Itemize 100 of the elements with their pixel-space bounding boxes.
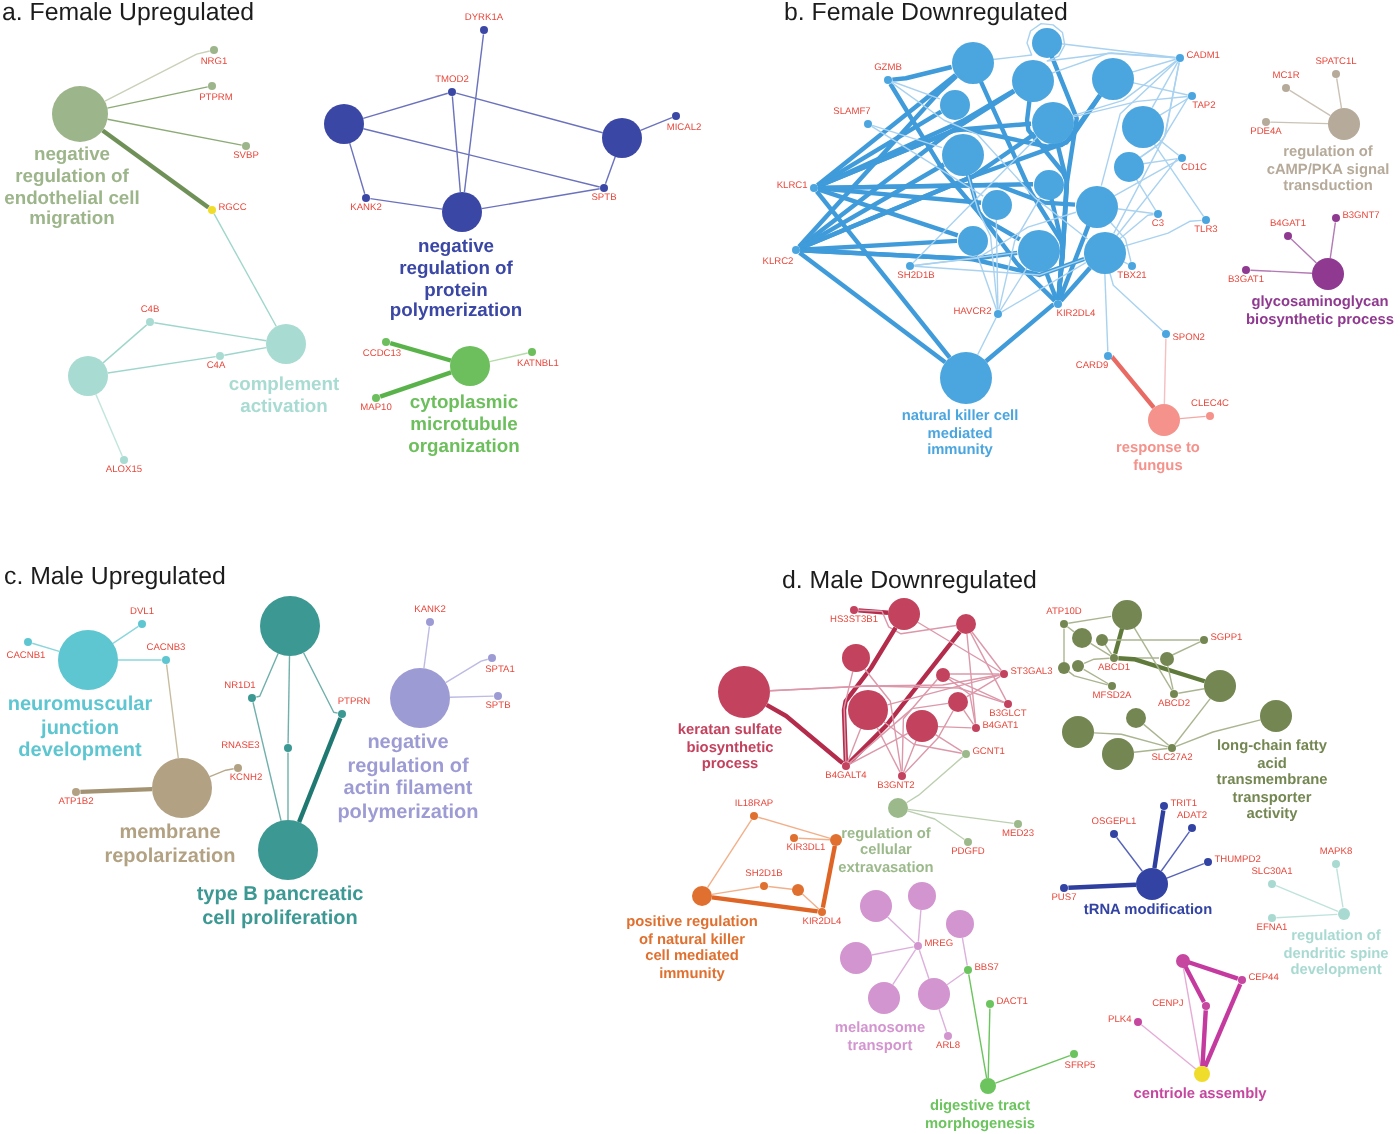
term-circle (860, 890, 892, 922)
edge-line (994, 1054, 1071, 1084)
term-circle (918, 978, 950, 1010)
term-circle (1072, 628, 1092, 648)
edge-line (1108, 271, 1164, 332)
edge-line (604, 156, 616, 185)
edge-line (1059, 266, 1092, 303)
edge-line (223, 346, 267, 356)
edge-line (1135, 178, 1157, 211)
edge-line (1163, 337, 1167, 405)
edge-line (1151, 61, 1179, 109)
edge-line (117, 659, 163, 661)
term-circle (935, 667, 949, 681)
edge-line (857, 609, 957, 635)
edge-line (818, 182, 1076, 207)
edge-line (104, 50, 211, 102)
term-circle (1031, 27, 1061, 57)
edge-line (904, 710, 954, 774)
edge-line (1067, 615, 1112, 624)
edge-line (1068, 882, 1137, 890)
edge-line (797, 74, 958, 249)
edge-line (1071, 95, 1189, 118)
edge-line (816, 73, 957, 187)
edge-line (451, 95, 462, 193)
term-circle (1113, 151, 1143, 181)
edge-line (976, 253, 998, 311)
panel-title: d. Male Downregulated (782, 568, 1037, 595)
edge-line (864, 668, 903, 773)
term-circle (941, 133, 983, 175)
edge-line (917, 909, 922, 943)
edge-line (947, 676, 1005, 703)
edge-line (711, 886, 761, 896)
term-circle (1033, 169, 1063, 199)
edge-line (816, 109, 943, 188)
edge-line (106, 86, 209, 109)
edge-line (1066, 626, 1075, 633)
edge-line (1100, 60, 1178, 187)
edge-line (1116, 158, 1179, 237)
term-circle (939, 89, 969, 119)
edge-line (1166, 862, 1205, 879)
term-circle (792, 884, 804, 896)
edge-line (901, 678, 939, 773)
edge-line (1139, 96, 1189, 158)
edge-line (938, 1008, 948, 1033)
edge-line (876, 727, 901, 773)
term-circle (840, 942, 872, 974)
edge-line (302, 652, 339, 714)
edge-line (1140, 1024, 1197, 1070)
edge-line (1269, 121, 1329, 125)
edge-line (841, 626, 898, 762)
edge-line (765, 702, 845, 765)
edge-line (1093, 732, 1169, 748)
term-circle (1058, 662, 1070, 674)
edge-line (800, 238, 958, 252)
edge-line (80, 786, 153, 795)
edge-line (1275, 885, 1339, 913)
edge-line (871, 125, 984, 197)
edge-line (871, 946, 915, 956)
edge-line (369, 197, 443, 210)
edge-line (934, 733, 963, 753)
term-label: complement activation (227, 374, 341, 418)
edge-line (362, 128, 601, 188)
edge-line (1336, 77, 1343, 109)
edge-line (1104, 644, 1113, 656)
edge-line (1113, 627, 1125, 655)
edge-line (891, 80, 941, 100)
edge-line (1104, 272, 1109, 353)
term-circle (956, 614, 976, 634)
edge-line (918, 949, 930, 980)
edge-line (362, 92, 449, 119)
edge-line (1089, 642, 1111, 657)
edge-line (1071, 59, 1178, 117)
edge-line (797, 837, 831, 841)
edge-line (107, 355, 217, 374)
edge-line (913, 251, 1018, 267)
term-circle (842, 644, 870, 672)
edge-line (711, 895, 818, 914)
term-circle (908, 882, 936, 910)
edge-line (1166, 664, 1174, 691)
edge-line (1131, 81, 1189, 96)
term-label: negative regulation of endothelial cell migration (3, 144, 141, 231)
edge-line (639, 116, 673, 132)
edge-line (1171, 641, 1201, 656)
edge-line (95, 393, 123, 457)
edge-line (463, 33, 485, 193)
edge-line (886, 674, 1001, 706)
panel-title: a. Female Upregulated (2, 0, 255, 27)
edge-line (1109, 221, 1132, 263)
term-label: neuromuscular junction development (6, 694, 154, 763)
edge-line (1336, 867, 1344, 909)
term-circle (1075, 185, 1117, 227)
edge-line (1177, 688, 1205, 694)
edge-line (892, 64, 953, 82)
edge-line (252, 701, 282, 822)
edge-line (1001, 261, 1087, 313)
edge-line (706, 819, 753, 889)
term-circle (888, 598, 920, 630)
edge-line (798, 162, 945, 250)
edge-line (1060, 43, 1177, 59)
edge-line (846, 727, 862, 763)
